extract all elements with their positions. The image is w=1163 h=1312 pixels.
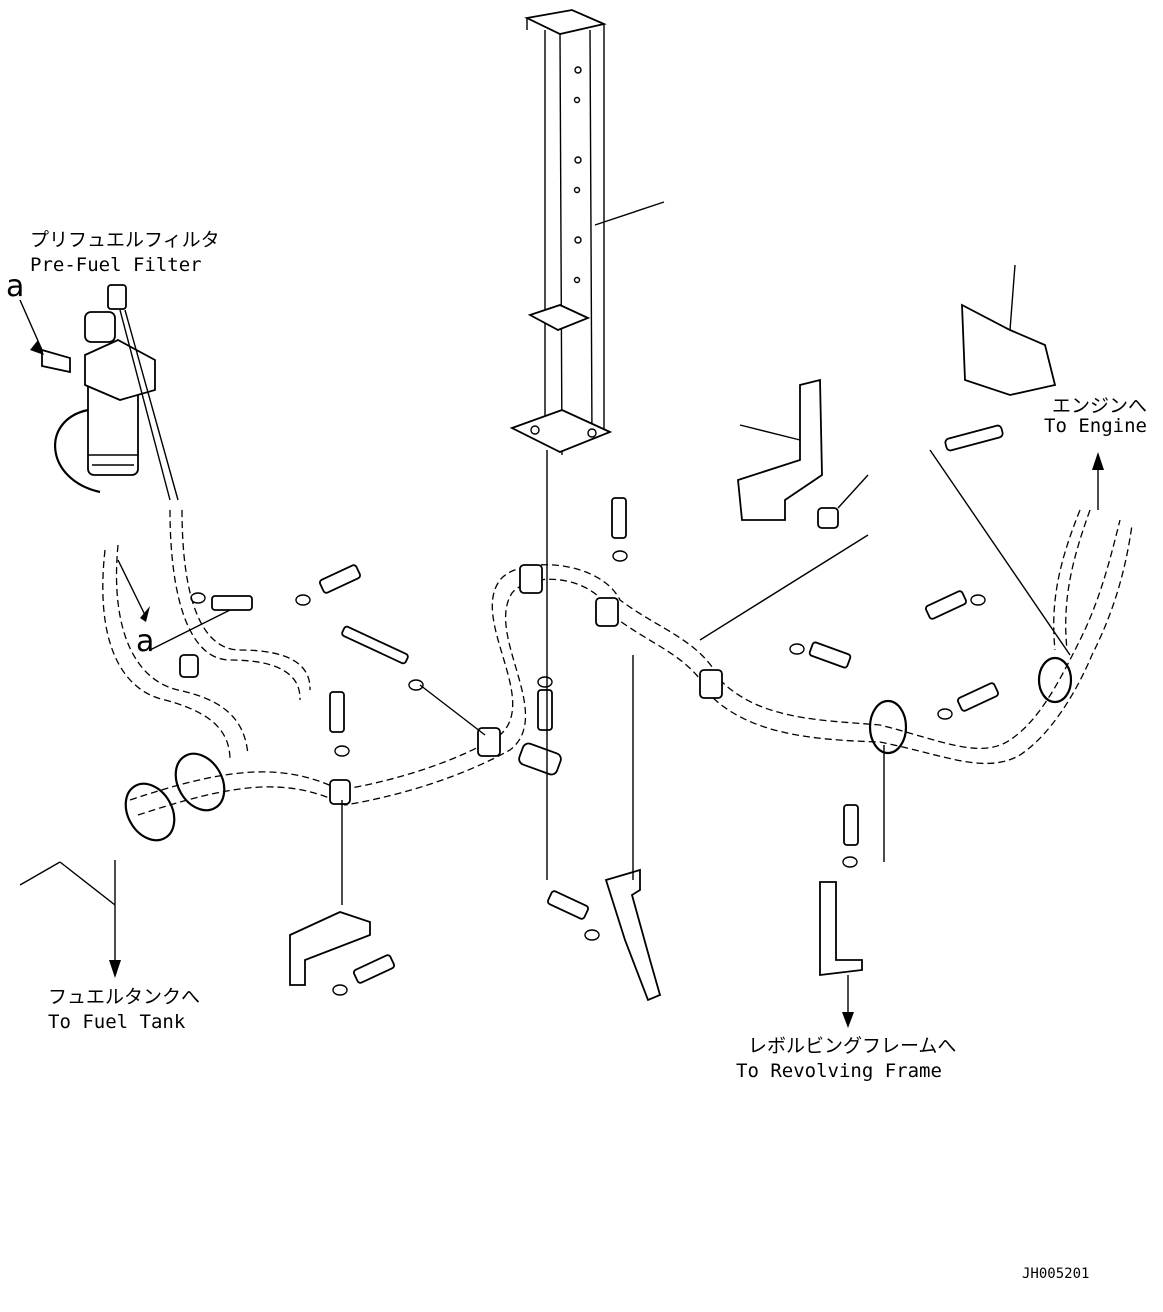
bolts-washers: [190, 424, 1004, 996]
to-fuel-tank-label-jp: フュエルタンクへ: [48, 986, 200, 1008]
arrow-to-engine: [1092, 452, 1104, 470]
arrow-to-revolving-frame: [842, 1012, 854, 1028]
to-fuel-tank-label-en: To Fuel Tank: [48, 1011, 186, 1033]
to-revolving-frame-label-en: To Revolving Frame: [736, 1060, 942, 1082]
pre-fuel-filter-label-en: Pre-Fuel Filter: [30, 254, 202, 276]
vertical-column: [509, 9, 665, 456]
pre-fuel-filter: [41, 284, 179, 501]
pre-fuel-filter-label-jp: プリフュエルフィルタ: [30, 229, 220, 251]
leader-line-a: [117, 559, 146, 616]
drawing-code: JH005201: [1022, 1266, 1089, 1282]
brackets: [289, 303, 1057, 1002]
marker-a-top: a: [6, 269, 24, 304]
to-engine-label-en: To Engine: [1044, 415, 1147, 437]
hose-harness: [102, 509, 1133, 816]
to-engine-label-jp: エンジンへ: [1052, 395, 1147, 417]
hose-clamps: [124, 564, 1073, 842]
leader-lines: [19, 264, 1071, 975]
leader-line: [19, 299, 43, 351]
arrow-to-fuel-tank: [109, 960, 121, 978]
marker-a-middle: a: [136, 624, 154, 659]
to-revolving-frame-label-jp: レボルビングフレームへ: [748, 1035, 956, 1057]
arrow-head: [30, 340, 44, 355]
